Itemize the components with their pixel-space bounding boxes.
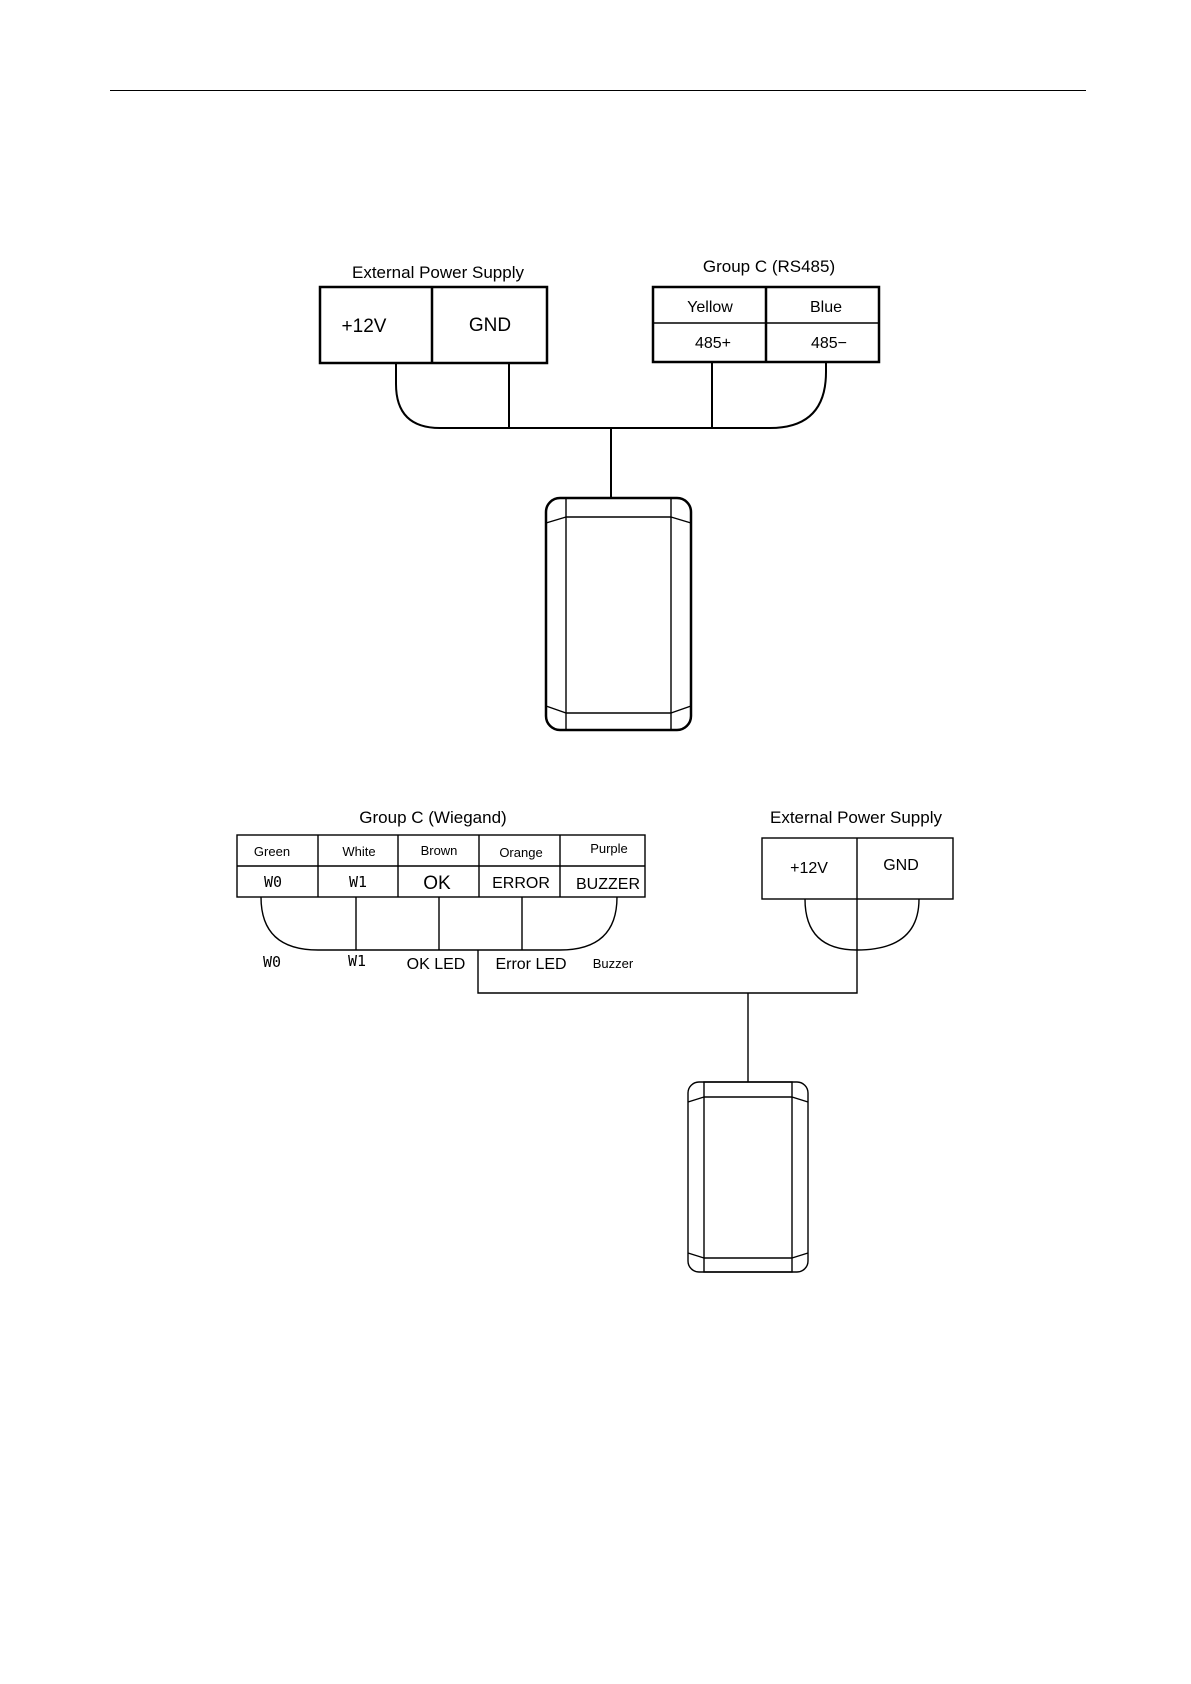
rs485-power-terminal-gnd: GND — [469, 315, 511, 336]
wiegand-power-supply-title: External Power Supply — [770, 808, 942, 827]
wiegand-power-supply-block: External Power Supply +12V GND — [762, 808, 953, 899]
wiegand-wire-label-w0: W0 — [263, 953, 281, 971]
wiegand-wire-color-orange: Orange — [499, 845, 542, 860]
wiegand-group-c-block: Group C (Wiegand) Green White Brown Oran… — [237, 808, 645, 897]
wiegand-wires — [261, 897, 919, 1082]
rs485-group-c-block: Group C (RS485) Yellow Blue 485+ 485− — [653, 257, 879, 362]
wiegand-signal-w1: W1 — [349, 873, 367, 891]
wiegand-power-terminal-12v: +12V — [790, 860, 828, 877]
wiegand-group-c-title: Group C (Wiegand) — [359, 808, 506, 827]
wiegand-signal-buzzer: BUZZER — [576, 876, 640, 893]
rs485-power-terminal-12v: +12V — [342, 316, 387, 337]
wiegand-wire-label-buzzer: Buzzer — [593, 956, 634, 971]
wiegand-wire-color-green: Green — [254, 844, 290, 859]
rs485-group-c-title: Group C (RS485) — [703, 257, 835, 276]
rs485-wires — [396, 362, 826, 498]
wiegand-wire-color-white: White — [342, 844, 375, 859]
wiegand-wire-label-ok-led: OK LED — [407, 956, 466, 973]
rs485-wire-color-blue: Blue — [810, 299, 842, 316]
wiegand-wire-label-w1: W1 — [348, 952, 366, 970]
wiegand-wire-color-brown: Brown — [421, 843, 458, 858]
wiegand-signal-error: ERROR — [492, 875, 550, 892]
rs485-power-supply-block: External Power Supply +12V GND — [320, 263, 547, 363]
wiegand-wire-label-error-led: Error LED — [495, 956, 566, 973]
rs485-wiring-diagram: External Power Supply +12V GND Group C (… — [320, 257, 879, 730]
wiegand-signal-w0: W0 — [264, 873, 282, 891]
rs485-wire-color-yellow: Yellow — [687, 299, 733, 316]
wiegand-signal-ok: OK — [423, 873, 451, 894]
wiegand-power-terminal-gnd: GND — [883, 857, 919, 874]
rs485-power-supply-title: External Power Supply — [352, 263, 524, 282]
wiegand-card-reader-icon — [688, 1082, 808, 1272]
rs485-card-reader-icon — [546, 498, 691, 730]
wiegand-wire-labels: W0 W1 OK LED Error LED Buzzer — [263, 952, 634, 973]
rs485-signal-485-plus: 485+ — [695, 335, 731, 352]
wiegand-wire-color-purple: Purple — [590, 841, 628, 856]
rs485-signal-485-minus: 485− — [811, 335, 847, 352]
wiegand-wiring-diagram: Group C (Wiegand) Green White Brown Oran… — [237, 808, 953, 1272]
